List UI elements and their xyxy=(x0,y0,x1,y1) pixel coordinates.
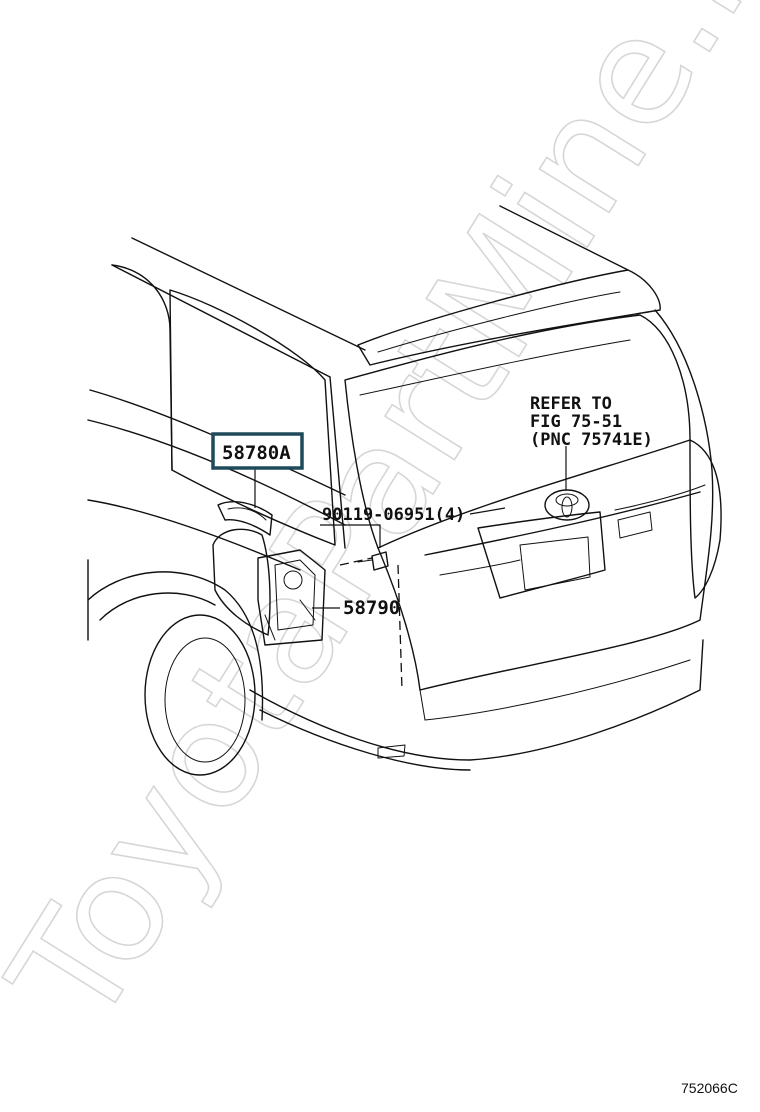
label-90119[interactable]: 90119-06951(4) xyxy=(322,505,465,525)
bolt xyxy=(357,551,389,571)
fuel-inlet-box xyxy=(257,549,326,646)
leader-90119 xyxy=(320,524,381,548)
refer-line-2[interactable]: FIG 75-51 xyxy=(530,412,622,432)
figure-number: 752066C xyxy=(681,1080,738,1096)
dashed-leader-bolt xyxy=(339,557,373,566)
label-58780a[interactable]: 58780A xyxy=(222,442,291,464)
leader-90119-text xyxy=(469,507,506,515)
refer-line-3[interactable]: (PNC 75741E) xyxy=(530,430,653,450)
fuel-inlet-seal xyxy=(217,501,273,536)
refer-line-1: REFER TO xyxy=(530,394,612,414)
refer-note: REFER TO FIG 75-51 (PNC 75741E) xyxy=(530,394,653,450)
label-58790[interactable]: 58790 xyxy=(343,597,400,619)
dashed-leader-fig xyxy=(397,564,403,691)
highlight-box-58780a xyxy=(211,432,304,470)
vehicle-outline xyxy=(87,205,722,776)
toyota-emblem xyxy=(544,489,590,521)
